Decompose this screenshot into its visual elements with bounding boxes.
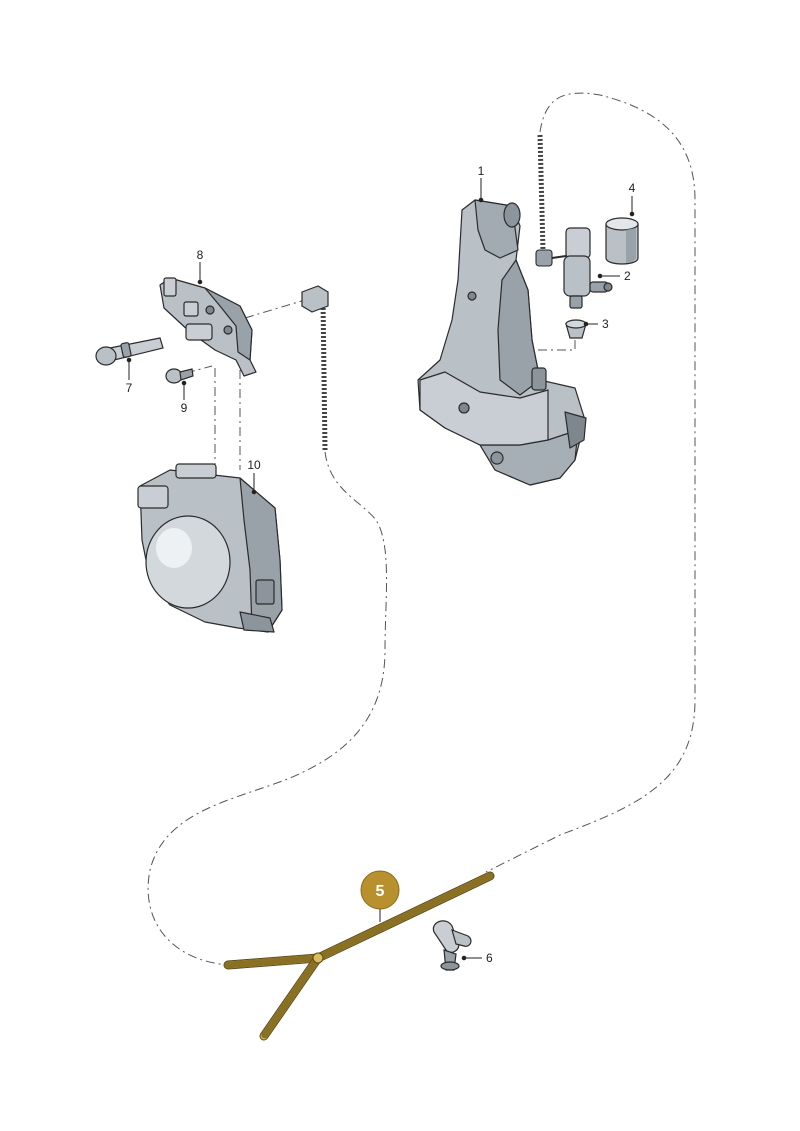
lamp-module (137, 463, 283, 633)
filter-sleeve (605, 217, 639, 265)
leader-2-dot (597, 273, 603, 279)
lamp-lens-highlight (156, 528, 192, 568)
lamp-lens (145, 515, 231, 609)
grommet-top (565, 319, 587, 329)
pump-wire-connector (535, 249, 553, 267)
reservoir-top-hole (467, 291, 477, 301)
pin-collar (120, 342, 132, 358)
lamp-lead-connector (301, 285, 329, 313)
pin-shaft (109, 337, 164, 361)
reservoir-pump-socket (531, 367, 547, 391)
sleeve-shade (626, 228, 636, 263)
leader-1-dot (478, 197, 484, 203)
adjuster-pin (95, 337, 164, 366)
pump-wiring-harness (535, 134, 567, 267)
pin-head (95, 346, 117, 366)
reservoir-mount-hole (458, 402, 470, 414)
leader-7-dot (126, 357, 132, 363)
pump-body (563, 255, 591, 297)
clip-base (440, 961, 460, 971)
washer-hose (223, 871, 495, 1041)
leader-10-dot (251, 489, 257, 495)
lamp-bottom-foot (239, 611, 275, 633)
bracket-clip-block (185, 323, 213, 341)
clip-arm (451, 929, 472, 947)
pump-grommet (565, 319, 587, 339)
reservoir-front-face (419, 371, 549, 446)
leader-6-dot (461, 955, 467, 961)
label-5: 5 (376, 883, 385, 900)
hose-branch-ribs (260, 954, 322, 1040)
label-8: 8 (197, 248, 204, 262)
label-4: 4 (629, 181, 636, 195)
bolt-head (165, 368, 183, 384)
label-10: 10 (247, 458, 261, 472)
label-9: 9 (181, 401, 188, 415)
reservoir-filler-neck (503, 202, 521, 228)
label-7: 7 (126, 381, 133, 395)
leader-8-dot (197, 279, 203, 285)
pump-inlet (569, 295, 583, 309)
reservoir-level-sensor (490, 451, 504, 465)
routing-line-outer (485, 92, 696, 873)
bolt-thread (179, 368, 194, 381)
lamp-connector-block (137, 485, 169, 509)
hose-y-junction (312, 952, 324, 964)
callout-labels: 1 2 3 4 6 7 8 9 10 (126, 164, 636, 965)
lamp-lead-braided (320, 299, 328, 451)
bracket-rail-shade (204, 287, 253, 361)
label-6: 6 (486, 951, 493, 965)
bolt (165, 368, 194, 384)
callout-leaders (126, 178, 635, 961)
label-3: 3 (602, 317, 609, 331)
headlight-bracket (159, 277, 257, 377)
reservoir-side-shade (497, 259, 541, 396)
badge-circle[interactable] (360, 870, 400, 910)
reservoir-bracket (564, 411, 587, 449)
washer-pump (563, 227, 613, 309)
leader-4-dot (629, 211, 635, 217)
pump-connector-housing (565, 227, 591, 259)
pump-wire-end (551, 255, 567, 259)
sleeve-top (605, 217, 639, 231)
pump-outlet-tip (603, 282, 613, 292)
bracket-tab-top (163, 277, 177, 297)
leader-9-dot (181, 380, 187, 386)
bracket-hole-1 (205, 305, 215, 315)
pump-wire-braided (537, 134, 546, 251)
lamp-side-tab (255, 579, 275, 605)
bracket-hole-2 (223, 325, 233, 335)
washer-reservoir (417, 199, 587, 486)
bracket-tab-mid (183, 301, 199, 317)
hose-clip (432, 920, 472, 971)
lamp-wiring-lead (301, 285, 329, 451)
leader-bracket-to-clip (244, 299, 306, 319)
lamp-top-clip (175, 463, 217, 479)
leader-3-dot (583, 321, 589, 327)
label-2: 2 (624, 269, 631, 283)
label-1: 1 (478, 164, 485, 178)
highlight-badge[interactable]: 5 (360, 870, 400, 910)
